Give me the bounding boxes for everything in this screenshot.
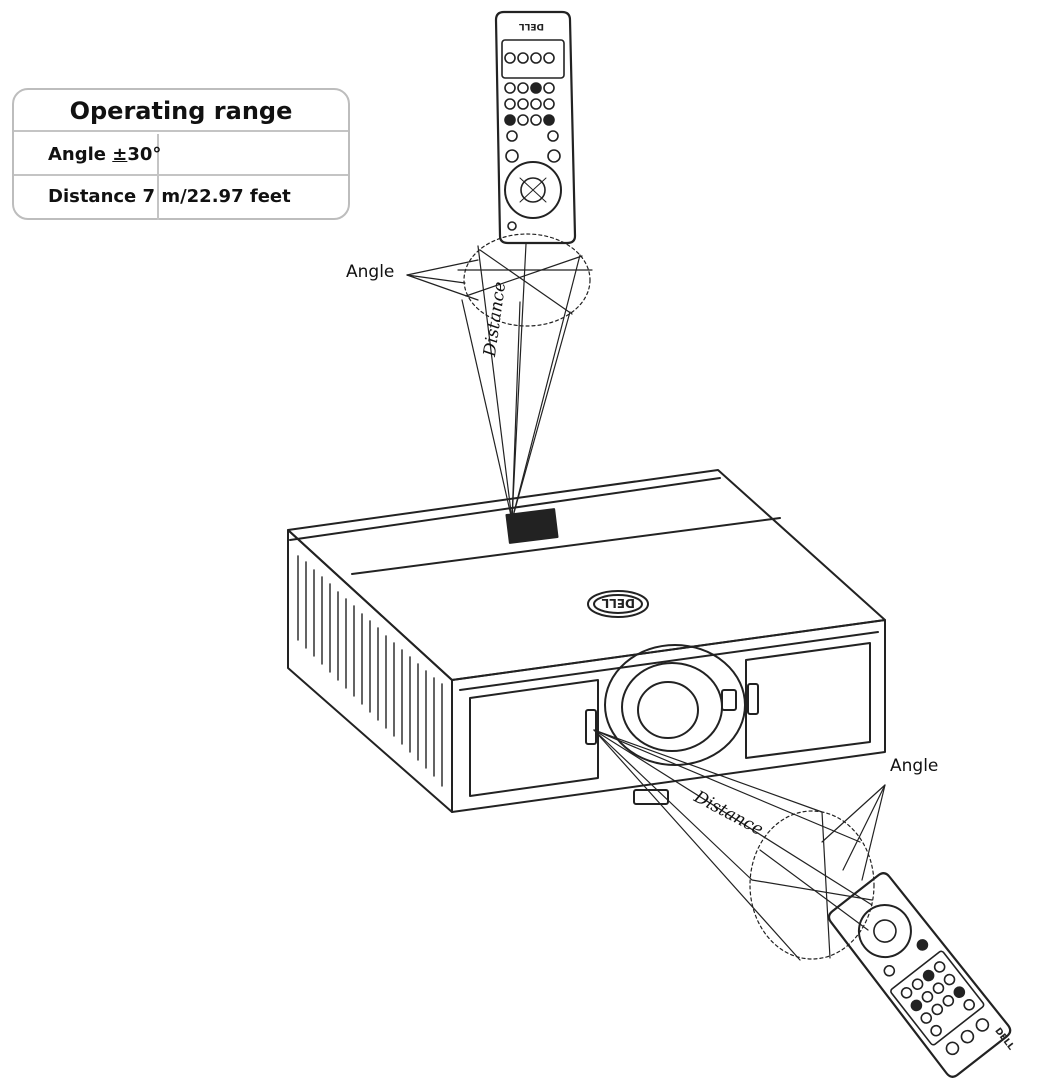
projector — [287, 469, 886, 813]
plus-minus-symbol: ± — [112, 144, 128, 165]
operating-range-title: Operating range — [14, 90, 348, 132]
angle-label-top: Angle — [346, 262, 395, 282]
remote-control-bottom — [827, 872, 1012, 1078]
signal-cone-bottom — [593, 729, 886, 961]
angle-row-label: Angle — [48, 144, 113, 165]
distance-row: Distance 7 m/22.97 feet — [48, 186, 291, 207]
angle-row-value: 30° — [127, 144, 162, 165]
remote-bottom-logo: DELL — [992, 1026, 1015, 1052]
remote-control-top — [494, 10, 577, 245]
remote-top-logo: DELL — [519, 21, 544, 31]
angle-row: Angle ±30° — [14, 134, 348, 176]
signal-cone-top — [406, 233, 593, 521]
angle-label-bottom: Angle — [890, 756, 939, 776]
projector-logo: DELL — [601, 596, 635, 610]
table-divider — [157, 134, 159, 220]
operating-range-table: Operating range Angle ±30° Distance 7 m/… — [12, 88, 350, 220]
